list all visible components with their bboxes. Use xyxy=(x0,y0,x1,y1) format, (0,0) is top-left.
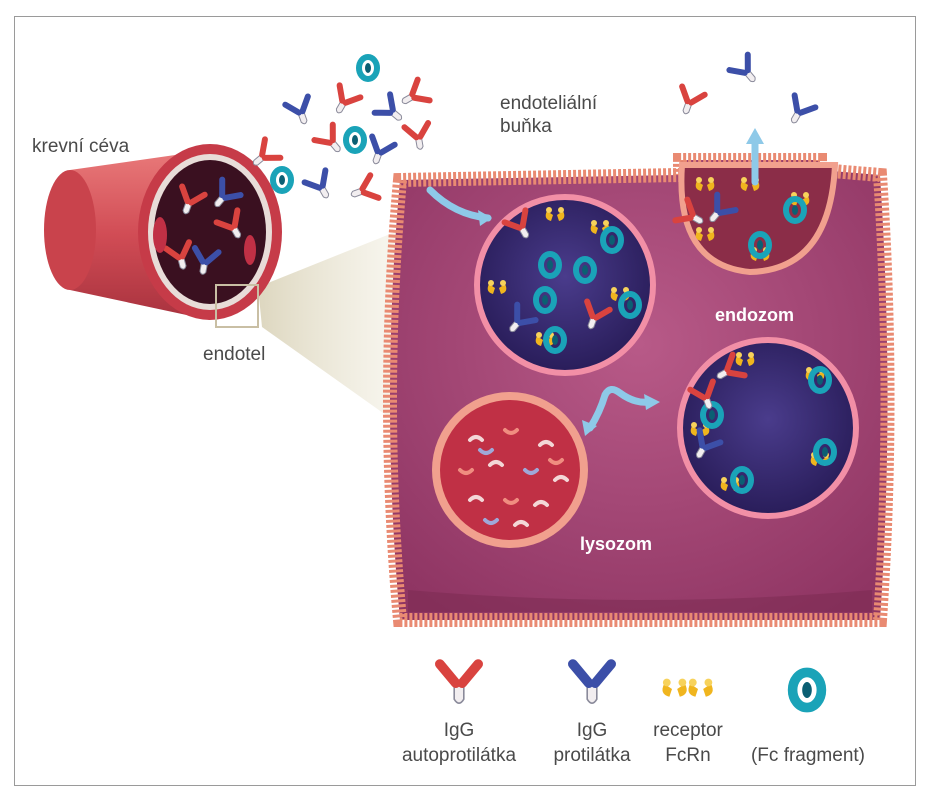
blood-vessel xyxy=(44,144,282,328)
fc-fragment-icon xyxy=(793,672,822,707)
label-endothelial-cell: endoteliální buňka xyxy=(500,92,597,138)
legend-line2: protilátka xyxy=(553,745,631,766)
figure-frame xyxy=(14,16,916,786)
label-endothelial-cell-line2: buňka xyxy=(500,116,552,137)
legend-item-fc-fragment: (Fc fragment) xyxy=(742,743,874,768)
legend-line2: autoprotilátka xyxy=(401,745,517,766)
legend-glyphs xyxy=(440,664,822,708)
igg-antibody-icon xyxy=(573,664,611,703)
label-endothelium: endotel xyxy=(203,344,266,365)
endothelium-zoom-box xyxy=(215,284,259,328)
lysosome xyxy=(432,392,588,548)
legend-line2: (Fc fragment) xyxy=(750,745,866,766)
endosome-upper xyxy=(474,194,656,376)
endosome-lower xyxy=(677,337,859,519)
legend-line1: receptor xyxy=(653,720,723,741)
arrow-heads xyxy=(478,128,764,436)
legend-line2: FcRn xyxy=(665,745,711,766)
legend-item-fcrn-receptor: receptor FcRn xyxy=(638,718,738,768)
vessel-lumen xyxy=(154,160,266,304)
label-blood-vessel: krevní céva xyxy=(32,136,130,157)
fcrn-receptor-icon xyxy=(662,678,713,697)
zoom-cone xyxy=(258,230,400,425)
label-lysosome: lysozom xyxy=(580,534,653,554)
label-endothelial-cell-line1: endoteliální xyxy=(500,93,598,114)
legend-line1: IgG xyxy=(576,720,608,741)
legend-item-igg-antibody: IgG protilátka xyxy=(537,718,647,768)
label-endosome: endozom xyxy=(715,305,794,325)
igg-autoantibody-icon xyxy=(440,664,478,703)
legend-item-igg-autoantibody: IgG autoprotilátka xyxy=(393,718,525,768)
legend-line1: IgG xyxy=(443,720,475,741)
endocytosis-pocket xyxy=(675,162,839,276)
